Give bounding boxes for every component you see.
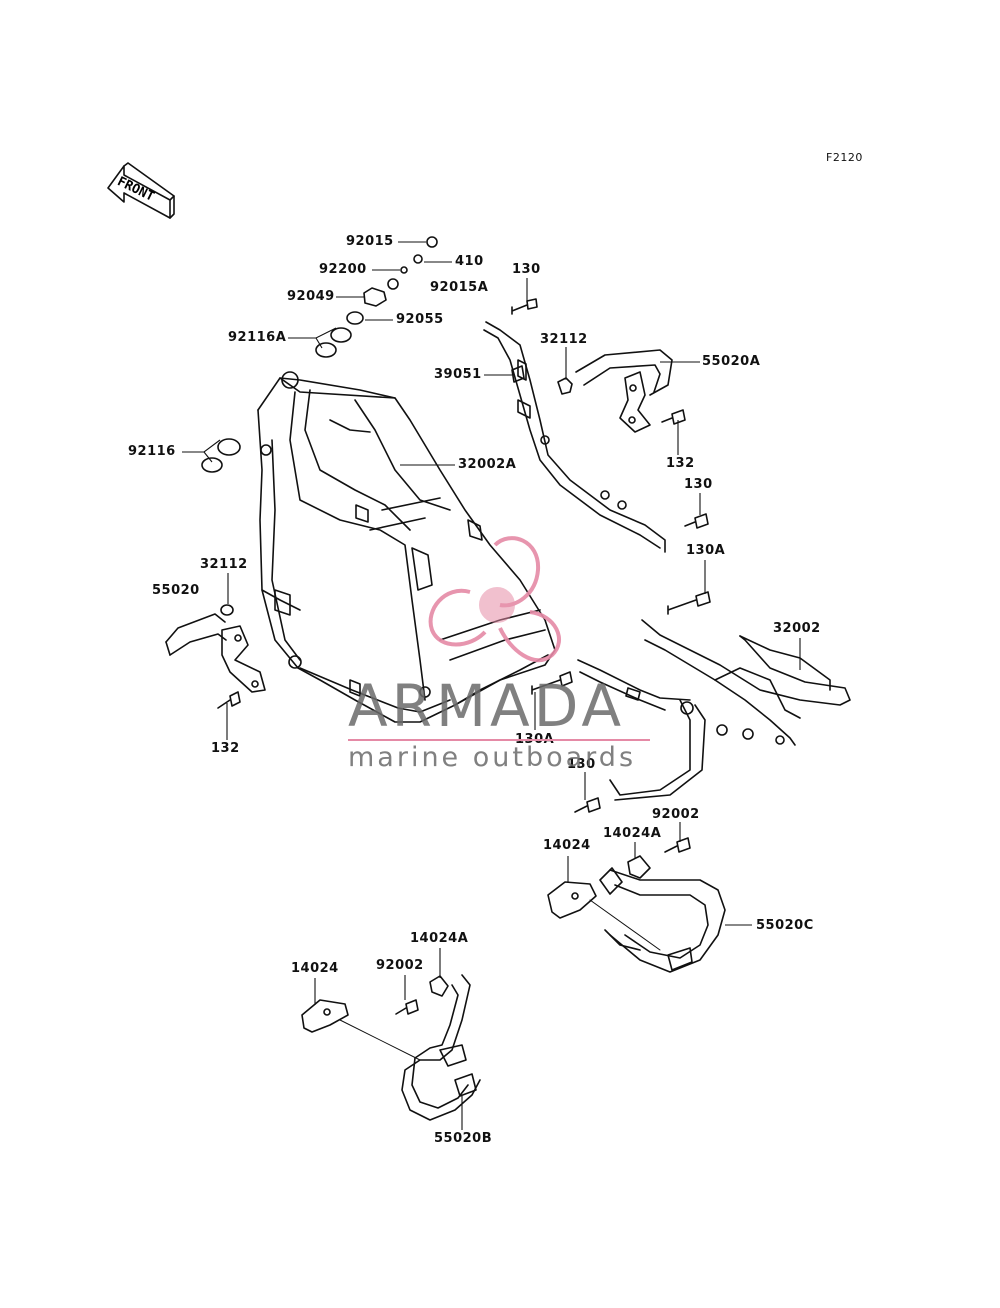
part-label: 92015A <box>430 280 489 295</box>
watermark-tagline: marine outboards <box>348 742 637 773</box>
part-label: 55020B <box>434 1131 493 1146</box>
bearing-92116-lower <box>201 457 223 473</box>
bearing-92116A-lower <box>315 342 337 358</box>
bearing-92116A-upper <box>330 327 352 343</box>
part-label: 55020 <box>152 583 200 598</box>
leader-lines <box>182 241 801 1130</box>
collar-32112-left <box>220 604 234 616</box>
part-label: 92049 <box>287 289 335 304</box>
clamp-14024-right <box>547 881 597 919</box>
part-label: 130 <box>512 262 541 277</box>
part-label: 14024A <box>603 826 662 841</box>
main-frame-32002A <box>257 371 556 723</box>
part-label: 92055 <box>396 312 444 327</box>
part-label: 92002 <box>376 958 424 973</box>
washer-410 <box>413 254 423 264</box>
nut-92015 <box>426 236 438 248</box>
clip-39051 <box>511 365 525 383</box>
part-label: 132 <box>211 741 240 756</box>
watermark-divider <box>348 739 650 741</box>
part-label: 55020A <box>702 354 761 369</box>
down-tube-part <box>483 321 666 553</box>
washer-92200 <box>400 266 408 274</box>
bolt-132-right <box>661 409 686 425</box>
watermark-brand: ARMADA <box>348 672 626 740</box>
part-label: 92200 <box>319 262 367 277</box>
part-label: 32002 <box>773 621 821 636</box>
watermark-logo-icon <box>428 536 561 663</box>
part-label: 130A <box>686 543 726 558</box>
nut-92049 <box>363 287 387 307</box>
figure-id: F2120 <box>826 151 863 164</box>
part-label: 92116 <box>128 444 176 459</box>
part-label: 132 <box>666 456 695 471</box>
part-label: 130 <box>684 477 713 492</box>
ring-92055 <box>346 311 364 325</box>
part-label: 32002A <box>458 457 517 472</box>
part-label: 14024A <box>410 931 469 946</box>
part-label: 32112 <box>200 557 248 572</box>
part-label: 92015 <box>346 234 394 249</box>
bolt-130-mid <box>684 513 709 529</box>
bolt-130-top <box>511 298 538 315</box>
guard-55020A <box>575 349 673 433</box>
part-label: 55020C <box>756 918 814 933</box>
rear-frame-32002 <box>577 619 851 801</box>
part-label: 410 <box>455 254 484 269</box>
part-label: 92116A <box>228 330 287 345</box>
front-arrow-icon <box>107 162 175 219</box>
part-label: 39051 <box>434 367 482 382</box>
collar-32112-right <box>557 377 573 395</box>
guard-55020 <box>165 613 266 693</box>
part-label: 92002 <box>652 807 700 822</box>
part-label: 14024 <box>291 961 339 976</box>
bolt-130A-lower <box>531 671 573 695</box>
bolt-92002-right <box>664 837 691 853</box>
bolt-132-left <box>217 691 241 709</box>
clamp-14024A-left <box>429 975 449 997</box>
guard-55020C <box>599 867 726 973</box>
clamp-14024-left <box>301 999 349 1033</box>
bolt-130-lower <box>574 797 601 813</box>
bolt-130A-upper <box>667 591 711 615</box>
guard-55020B <box>401 974 481 1121</box>
bolt-92002-left <box>395 999 419 1015</box>
part-label: 130 <box>567 757 596 772</box>
clamp-14024A-right <box>627 855 651 879</box>
part-label: 14024 <box>543 838 591 853</box>
nut-92015A <box>387 278 399 290</box>
part-label: 32112 <box>540 332 588 347</box>
bearing-92116-upper <box>217 438 241 456</box>
